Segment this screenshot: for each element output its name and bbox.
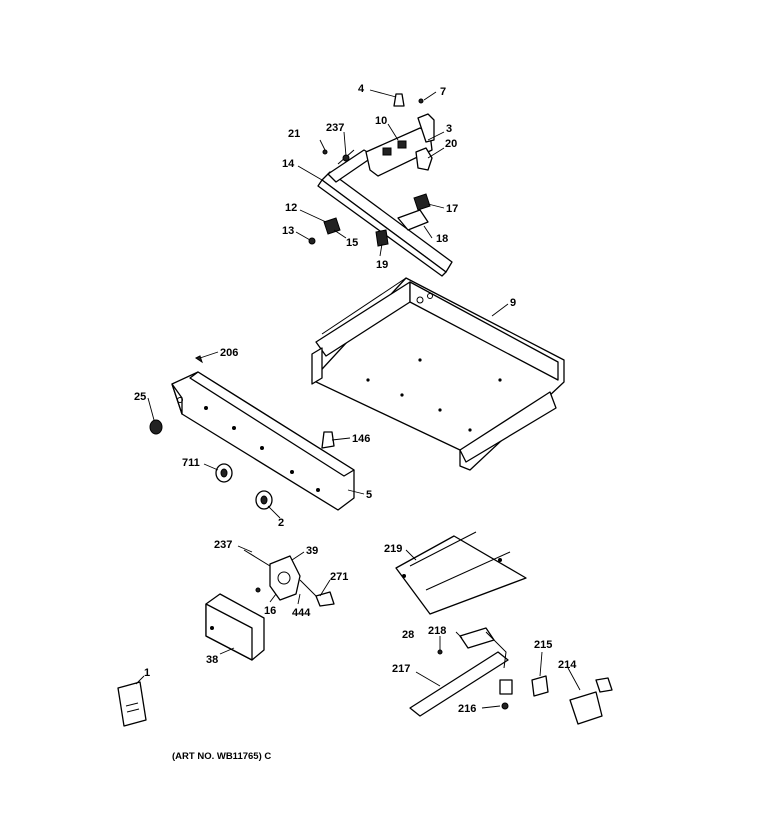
callout-25: 25: [134, 391, 146, 403]
callout-16: 16: [264, 605, 276, 617]
callout-20: 20: [445, 138, 457, 150]
igniter-assembly: [409, 627, 613, 725]
manual-booklet: [117, 681, 147, 727]
callout-38: 38: [206, 654, 218, 666]
callout-labels: 4 7 237 10 3 21 20 14 17 12 18 13 15 19 …: [134, 83, 577, 715]
regulator-assembly: [243, 549, 335, 607]
art-number: (ART NO. WB11765) C: [172, 751, 271, 762]
callout-218: 218: [428, 625, 446, 637]
callout-7: 7: [440, 86, 446, 98]
callout-9: 9: [510, 297, 516, 309]
callout-10: 10: [375, 115, 387, 127]
callout-237: 237: [326, 122, 344, 134]
callout-146: 146: [352, 433, 370, 445]
callout-206: 206: [220, 347, 238, 359]
callout-216: 216: [458, 703, 476, 715]
callout-13: 13: [282, 225, 294, 237]
callout-17: 17: [446, 203, 458, 215]
callout-214: 214: [558, 659, 577, 671]
callout-14: 14: [282, 158, 295, 170]
callout-4: 4: [358, 83, 365, 95]
manifold-panel: [149, 355, 355, 511]
callout-2: 2: [278, 517, 284, 529]
callout-215: 215: [534, 639, 552, 651]
leader-lines: [135, 89, 581, 709]
callout-21: 21: [288, 128, 300, 140]
callout-28: 28: [402, 629, 414, 641]
callout-217: 217: [392, 663, 410, 675]
callout-15: 15: [346, 237, 358, 249]
bracket-38: [205, 593, 265, 661]
burner-box: [311, 277, 565, 471]
callout-444: 444: [292, 607, 311, 619]
broiler-plate: [395, 531, 527, 615]
callout-1: 1: [144, 667, 150, 679]
callout-711: 711: [182, 457, 200, 469]
callout-12: 12: [285, 202, 297, 214]
callout-5: 5: [366, 489, 372, 501]
manifold-assembly: [308, 93, 453, 277]
callout-19: 19: [376, 259, 388, 271]
callout-3: 3: [446, 123, 452, 135]
callout-39: 39: [306, 545, 318, 557]
callout-18: 18: [436, 233, 448, 245]
callout-271: 271: [330, 571, 348, 583]
callout-237-lower: 237: [214, 539, 232, 551]
callout-219: 219: [384, 543, 402, 555]
